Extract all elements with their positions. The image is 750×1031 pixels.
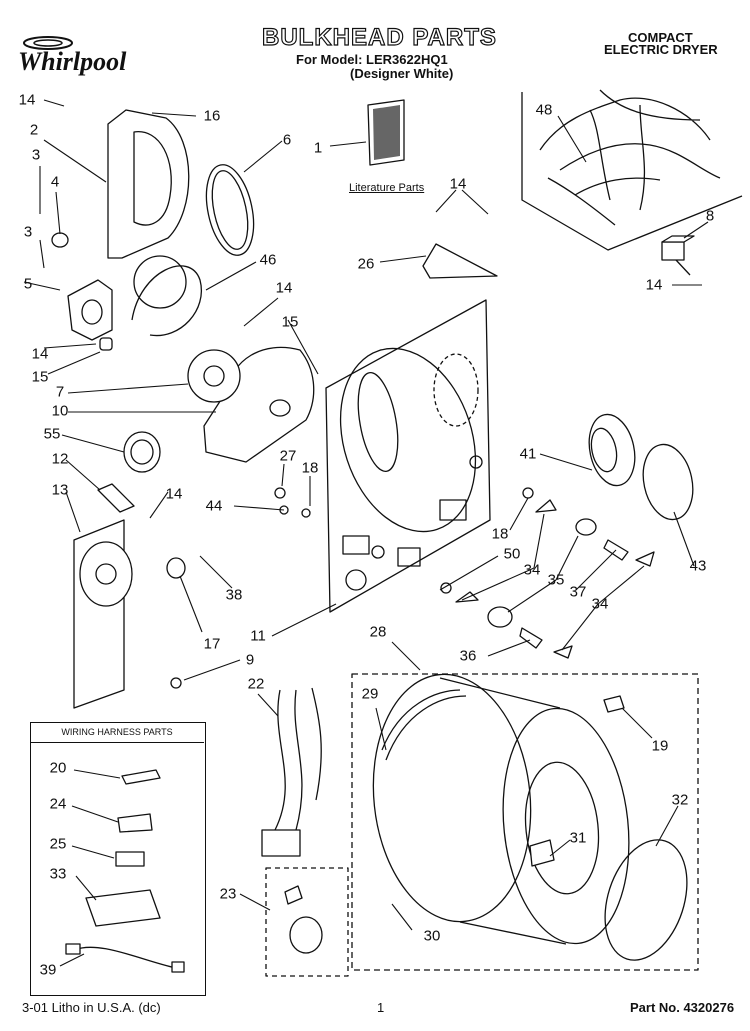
brand-wordmark: Whirlpool — [18, 47, 127, 76]
footer-print-info: 3-01 Litho in U.S.A. (dc) — [22, 1000, 161, 1015]
callout-13: 13 — [51, 481, 69, 499]
callout-19: 19 — [651, 737, 669, 755]
drive-belt — [604, 839, 688, 961]
part-number: Part No. 4320276 — [630, 1000, 735, 1015]
callout-27: 27 — [279, 447, 297, 465]
callout-43: 43 — [689, 557, 707, 575]
drum-glide-assembly — [588, 413, 694, 521]
callout-23: 23 — [219, 885, 237, 903]
callout-3: 3 — [23, 223, 33, 241]
callout-16: 16 — [203, 107, 221, 125]
idler-arm — [73, 519, 133, 709]
drum-baffle — [603, 695, 625, 713]
color-line: (Designer White) — [350, 66, 454, 81]
callout-41: 41 — [519, 445, 537, 463]
callout-25: 25 — [49, 835, 67, 853]
callout-26: 26 — [357, 255, 375, 273]
callout-34: 34 — [523, 561, 541, 579]
callout-20: 20 — [49, 759, 67, 777]
wiring-harness-title: WIRING HARNESS PARTS — [30, 722, 204, 743]
page-number: 1 — [377, 1000, 385, 1015]
callout-14: 14 — [31, 345, 49, 363]
callout-2: 2 — [29, 121, 39, 139]
literature-label: Literature Parts — [349, 182, 425, 194]
literature-booklet — [367, 99, 405, 166]
callout-10: 10 — [51, 402, 69, 420]
rear-seal — [131, 265, 202, 337]
model-line: For Model: LER3622HQ1 — [296, 52, 448, 67]
callout-12: 12 — [51, 450, 69, 468]
support-bracket — [107, 109, 190, 259]
callout-46: 46 — [259, 251, 277, 269]
category-line-1: COMPACT — [628, 30, 693, 45]
blower-housing — [187, 346, 315, 463]
leader-lines — [23, 99, 709, 967]
callout-29: 29 — [361, 685, 379, 703]
callout-32: 32 — [671, 791, 689, 809]
callout-38: 38 — [225, 586, 243, 604]
callout-14: 14 — [645, 276, 663, 294]
callout-14: 14 — [18, 91, 36, 109]
callout-31: 31 — [569, 829, 587, 847]
page-title: BULKHEAD PARTS — [261, 23, 497, 51]
callout-17: 17 — [203, 635, 221, 653]
callout-1: 1 — [313, 139, 323, 157]
callout-33: 33 — [49, 865, 67, 883]
callout-35: 35 — [547, 571, 565, 589]
callout-18: 18 — [491, 525, 509, 543]
callout-55: 55 — [43, 425, 61, 443]
callout-5: 5 — [23, 275, 33, 293]
callout-3: 3 — [31, 146, 41, 164]
wiring-harness-box — [30, 722, 206, 996]
rear-bulkhead-panel — [325, 299, 491, 613]
category-line-2: ELECTRIC DRYER — [604, 42, 718, 57]
callout-36: 36 — [459, 647, 477, 665]
callout-39: 39 — [39, 961, 57, 979]
callout-30: 30 — [423, 927, 441, 945]
duct-seal — [123, 431, 161, 473]
callout-28: 28 — [369, 623, 387, 641]
callout-18: 18 — [301, 459, 319, 477]
callout-8: 8 — [705, 207, 715, 225]
callout-11: 11 — [250, 627, 266, 645]
callout-37: 37 — [569, 583, 587, 601]
heater-wiring — [261, 687, 322, 857]
seal — [205, 164, 255, 256]
ties-box — [265, 867, 349, 977]
callout-14: 14 — [165, 485, 183, 503]
main-wire-harness — [521, 89, 743, 251]
motor-mount — [67, 279, 113, 341]
callout-14: 14 — [275, 279, 293, 297]
callout-50: 50 — [503, 545, 521, 563]
callout-9: 9 — [245, 651, 255, 669]
whirlpool-logo: Whirlpool — [18, 36, 127, 76]
thermal-fuse — [661, 235, 695, 276]
drum-callout-box — [351, 673, 699, 971]
callout-22: 22 — [247, 675, 265, 693]
harness-parts — [65, 769, 185, 973]
callout-48: 48 — [535, 101, 553, 119]
callout-6: 6 — [282, 131, 292, 149]
callout-15: 15 — [31, 368, 49, 386]
callout-14: 14 — [449, 175, 467, 193]
roller-kit — [440, 487, 655, 659]
callout-34: 34 — [591, 595, 609, 613]
bracket — [422, 243, 498, 279]
callout-24: 24 — [49, 795, 67, 813]
callout-44: 44 — [205, 497, 223, 515]
callout-15: 15 — [281, 313, 299, 331]
callout-7: 7 — [55, 383, 65, 401]
clip — [97, 483, 135, 513]
callout-4: 4 — [50, 173, 60, 191]
dryer-drum — [372, 673, 630, 945]
